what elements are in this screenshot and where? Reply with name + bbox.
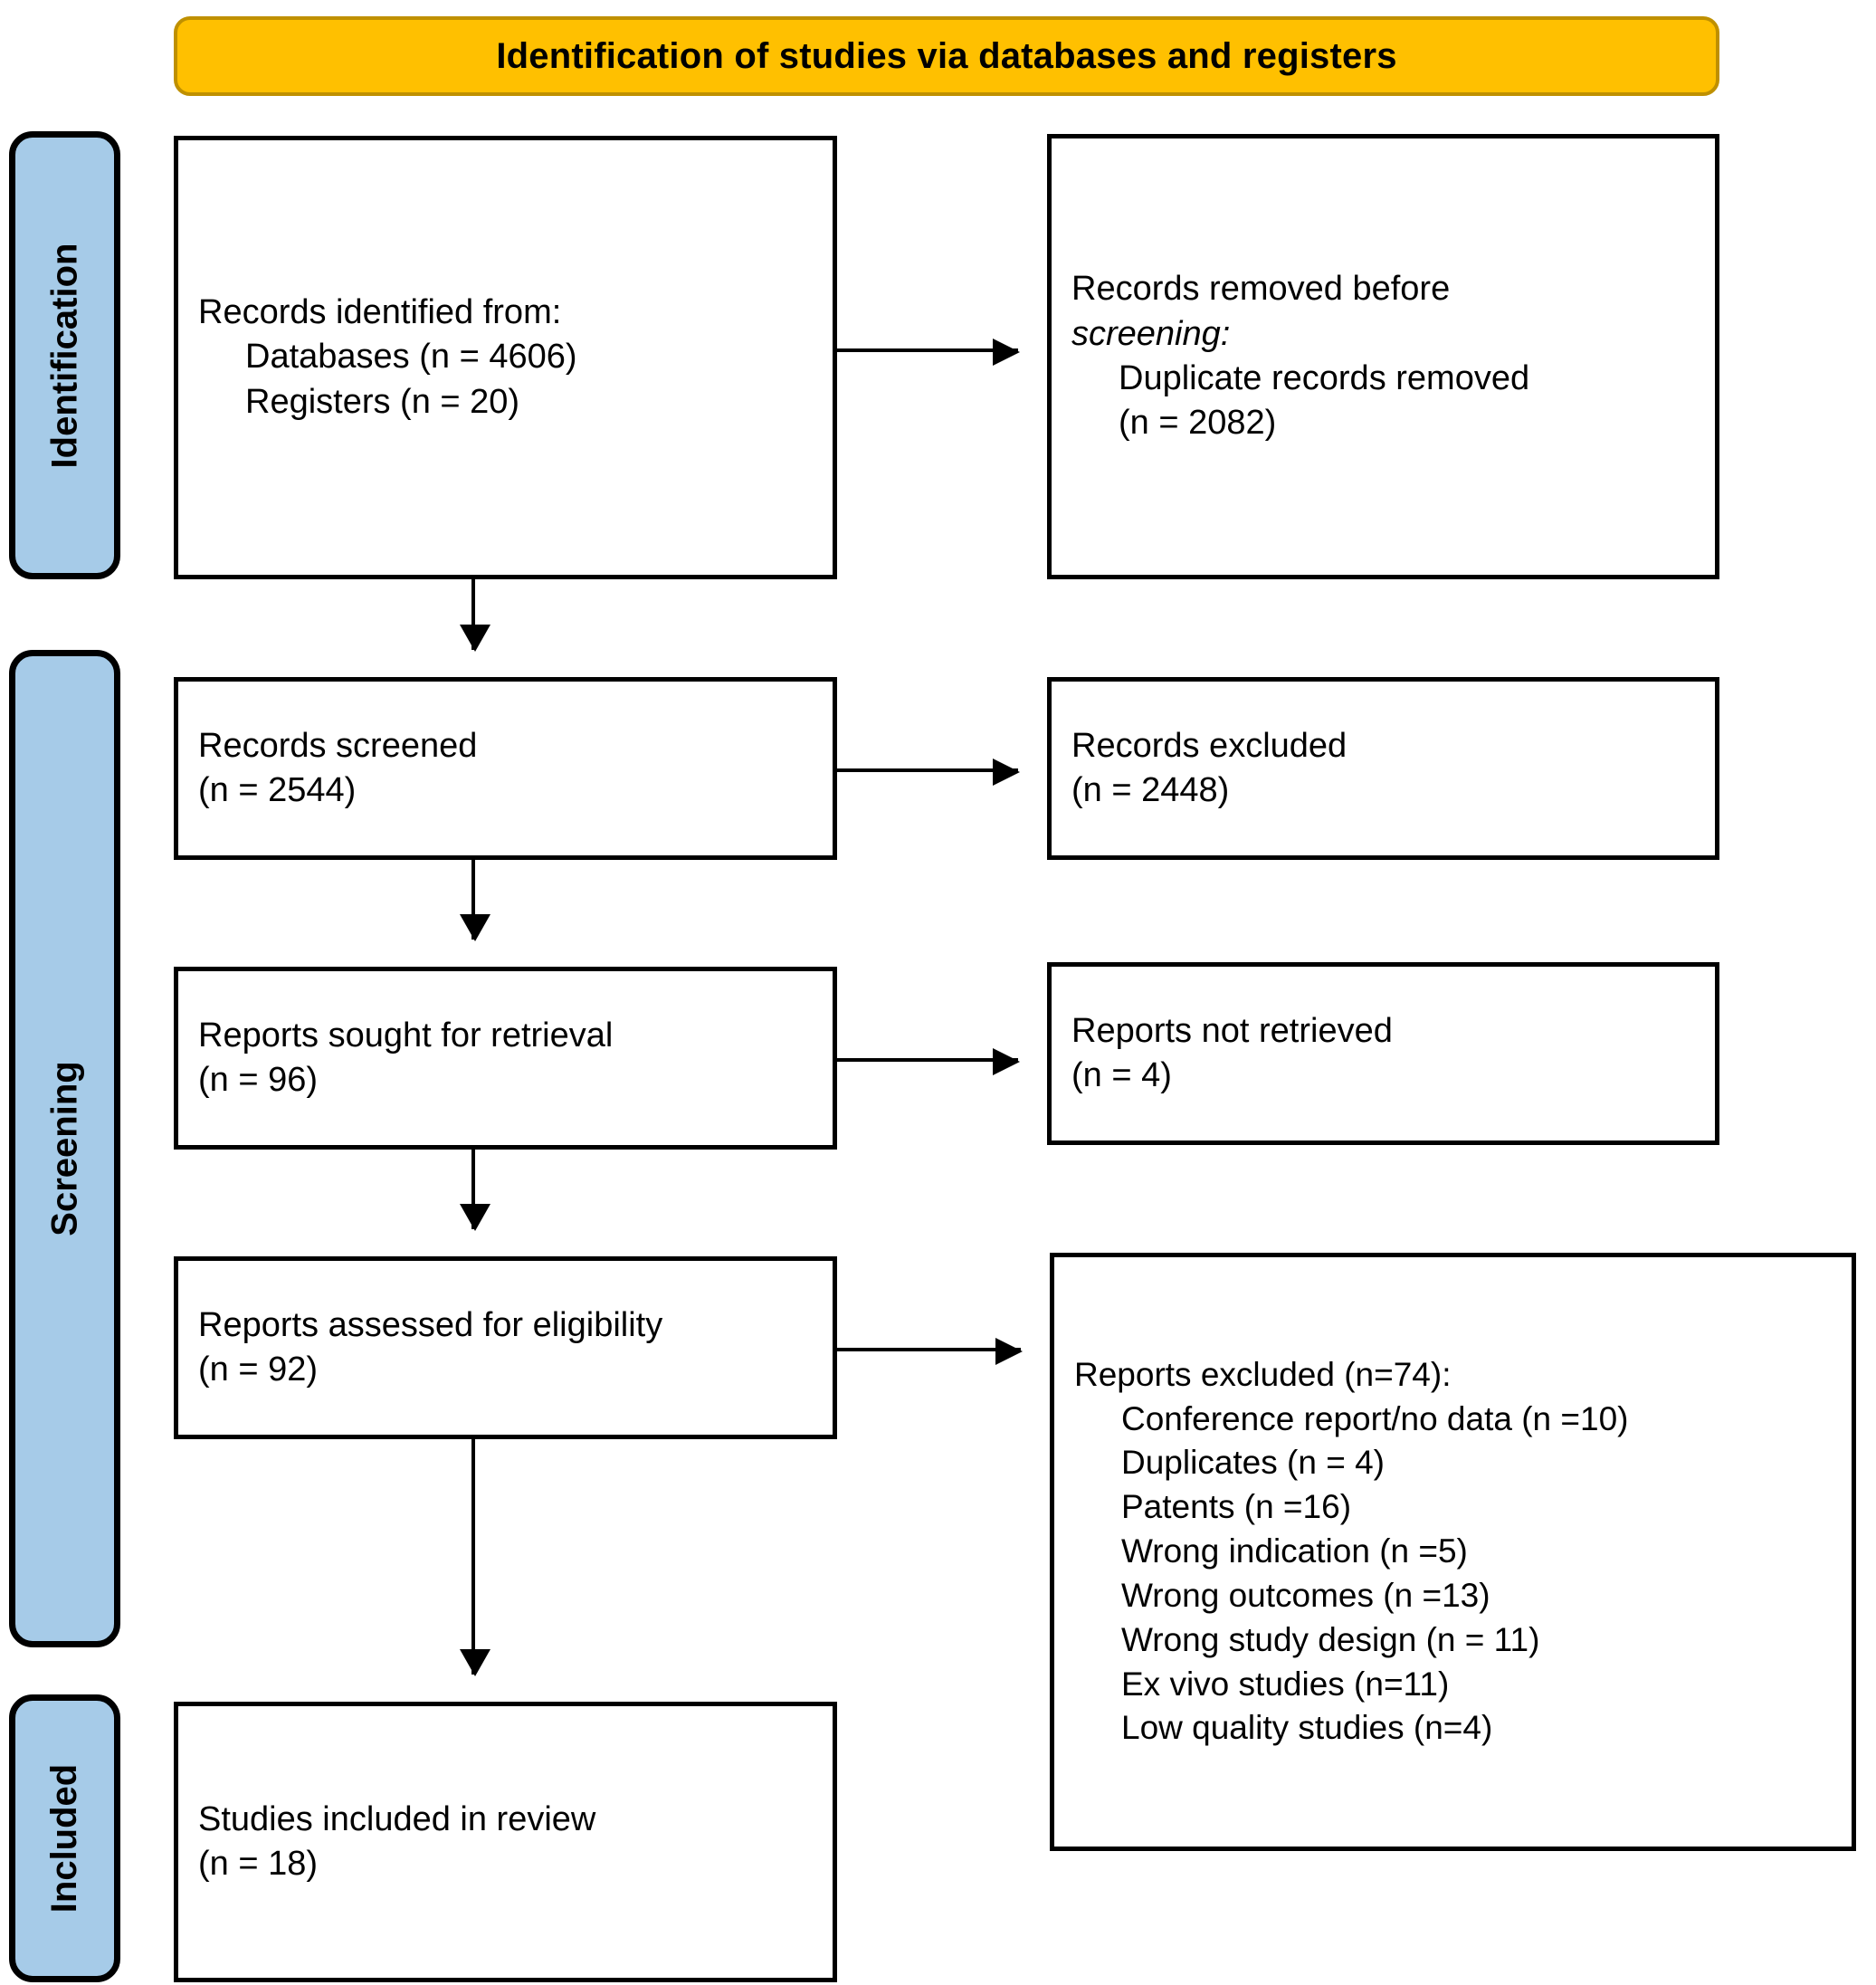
box-line: (n = 2544) [198,771,357,809]
box-line: Wrong indication (n =5) [1121,1532,1468,1570]
box-line: (n = 96) [198,1061,319,1099]
box-reports-assessed-for-eligibility: Reports assessed for eligibility (n = 92… [174,1256,837,1439]
box-line: (n = 92) [198,1350,319,1389]
box-records-screened: Records screened (n = 2544) [174,677,837,860]
box-line: (n = 2082) [1119,404,1277,443]
box-line: Low quality studies (n=4) [1121,1709,1493,1747]
phase-banner-title: Identification of studies via databases … [496,35,1397,76]
box-line: (n = 18) [198,1845,319,1883]
arrow-assessed-to-included [460,1439,490,1676]
phase-banner: Identification of studies via databases … [174,16,1719,96]
box-line: Reports assessed for eligibility [198,1305,663,1344]
box-line: Ex vivo studies (n=11) [1121,1665,1450,1703]
arrow-screened-to-records-excluded [837,759,1020,786]
box-line: Records identified from: [198,292,562,331]
stage-label-identification: Identification [9,131,120,579]
arrow-identified-to-removed [837,339,1020,366]
box-line: Duplicate records removed [1119,359,1530,397]
stage-label-included: Included [9,1694,120,1982]
box-reports-sought-for-retrieval: Reports sought for retrieval (n = 96) [174,967,837,1150]
box-line: Reports excluded (n=74): [1074,1355,1452,1393]
stage-label-identification-text: Identification [44,243,85,468]
box-line: Patents (n =16) [1121,1488,1352,1526]
box-reports-not-retrieved: Reports not retrieved (n = 4) [1047,962,1719,1145]
arrow-sought-to-not-retrieved [837,1048,1020,1075]
box-reports-excluded: Reports excluded (n=74): Conference repo… [1050,1253,1856,1851]
box-records-excluded: Records excluded (n = 2448) [1047,677,1719,860]
box-line: Records screened [198,726,478,765]
box-line: Studies included in review [198,1799,596,1838]
box-line: Records removed before [1071,270,1451,309]
box-studies-included-in-review: Studies included in review (n = 18) [174,1702,837,1982]
box-line: Registers (n = 20) [245,382,520,421]
box-line: screening: [1071,314,1231,353]
stage-label-screening: Screening [9,650,120,1647]
box-line: Duplicates (n = 4) [1121,1444,1385,1482]
box-records-removed-before-screening: Records removed before screening: Duplic… [1047,134,1719,579]
box-line: Wrong outcomes (n =13) [1121,1576,1490,1614]
stage-label-screening-text: Screening [44,1061,85,1236]
arrow-screened-to-sought [460,860,490,941]
box-line: Wrong study design (n = 11) [1121,1620,1540,1658]
arrow-identified-to-screened [460,579,490,652]
box-line: (n = 4) [1071,1056,1172,1094]
box-line: Records excluded [1071,726,1347,765]
arrow-sought-to-assessed [460,1150,490,1231]
box-line: (n = 2448) [1071,771,1230,809]
box-line: Reports not retrieved [1071,1011,1393,1050]
arrow-assessed-to-reports-excluded [837,1338,1023,1365]
box-line: Reports sought for retrieval [198,1016,614,1055]
box-records-identified: Records identified from: Databases (n = … [174,136,837,579]
box-line: Databases (n = 4606) [245,338,577,377]
box-line: Conference report/no data (n =10) [1121,1399,1629,1437]
stage-label-included-text: Included [44,1763,85,1913]
